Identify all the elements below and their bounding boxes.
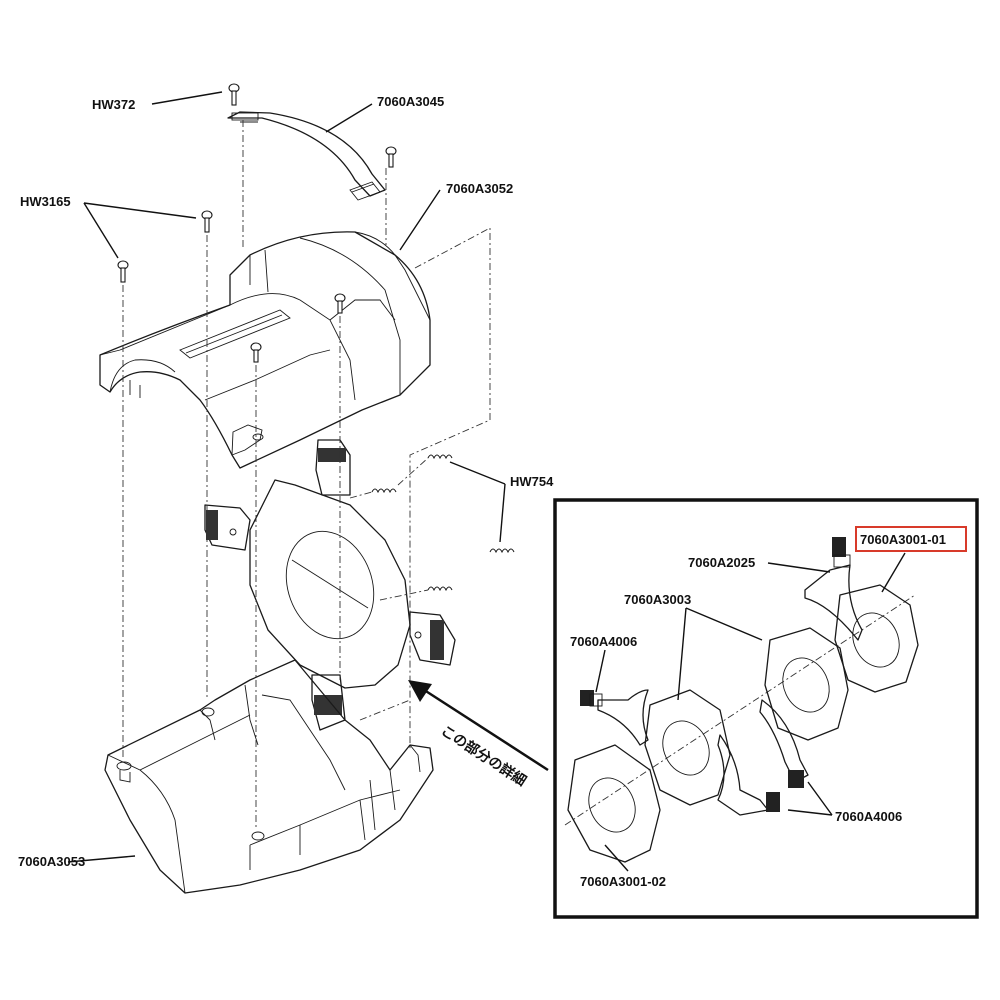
detail-frame: [553, 498, 979, 919]
strap-part-7060A3045: [227, 111, 386, 201]
shutter-handle-right: [409, 611, 456, 666]
screw-hw3165-b: [117, 260, 129, 283]
assembly-centerlines: [122, 120, 491, 830]
detail-blade-left: [580, 689, 649, 746]
shutter-handle-bottom: [311, 674, 346, 731]
detail-blade-7060A2025: [759, 699, 809, 788]
label-7060A3045: 7060A3045: [377, 94, 444, 109]
label-7060A3003: 7060A3003: [624, 592, 691, 607]
label-7060A3001-02: 7060A3001-02: [580, 874, 666, 889]
spring-hw754-d: [427, 586, 453, 592]
detail-inset: 7060A3001-01 7060A2025 7060A3003 7060A40…: [553, 498, 979, 919]
screw-hw3165-d: [250, 342, 262, 363]
label-7060A3001-01: 7060A3001-01: [860, 532, 946, 547]
label-hw372: HW372: [92, 97, 135, 112]
label-7060A3052: 7060A3052: [446, 181, 513, 196]
screw-hw3165-a: [201, 210, 213, 233]
detail-plate-7060A3003-a: [644, 689, 731, 806]
callout-arrow: [408, 680, 549, 772]
screw-hw3165-c: [334, 293, 346, 314]
lower-shell-part-7060A3053: [104, 659, 434, 894]
label-7060A4006-left: 7060A4006: [570, 634, 637, 649]
shutter-handle-left: [204, 504, 251, 551]
detail-plate-7060A3001-02: [567, 744, 661, 863]
detail-plate-7060A3003-b: [764, 627, 849, 741]
callout-text: この部分の詳細: [438, 722, 529, 789]
label-hw754: HW754: [510, 474, 554, 489]
label-hw3165: HW3165: [20, 194, 71, 209]
label-7060A4006-right: 7060A4006: [835, 809, 902, 824]
highlight-box: [855, 526, 967, 552]
upper-shell-part-7060A3052: [99, 231, 431, 469]
screw-hw372-a: [228, 83, 240, 106]
spring-hw754-c: [489, 548, 515, 554]
shutter-handle-top: [315, 439, 351, 496]
spring-hw754-a: [427, 454, 453, 460]
screw-hw372-b: [385, 146, 397, 168]
label-7060A3053: 7060A3053: [18, 854, 85, 869]
label-7060A2025: 7060A2025: [688, 555, 755, 570]
leader-lines: [67, 91, 506, 863]
detail-plate-7060A3001-01: [834, 584, 919, 693]
detail-blade-top: [804, 537, 863, 641]
detail-blade-middle: [717, 734, 780, 816]
spring-hw754-b: [371, 488, 397, 494]
